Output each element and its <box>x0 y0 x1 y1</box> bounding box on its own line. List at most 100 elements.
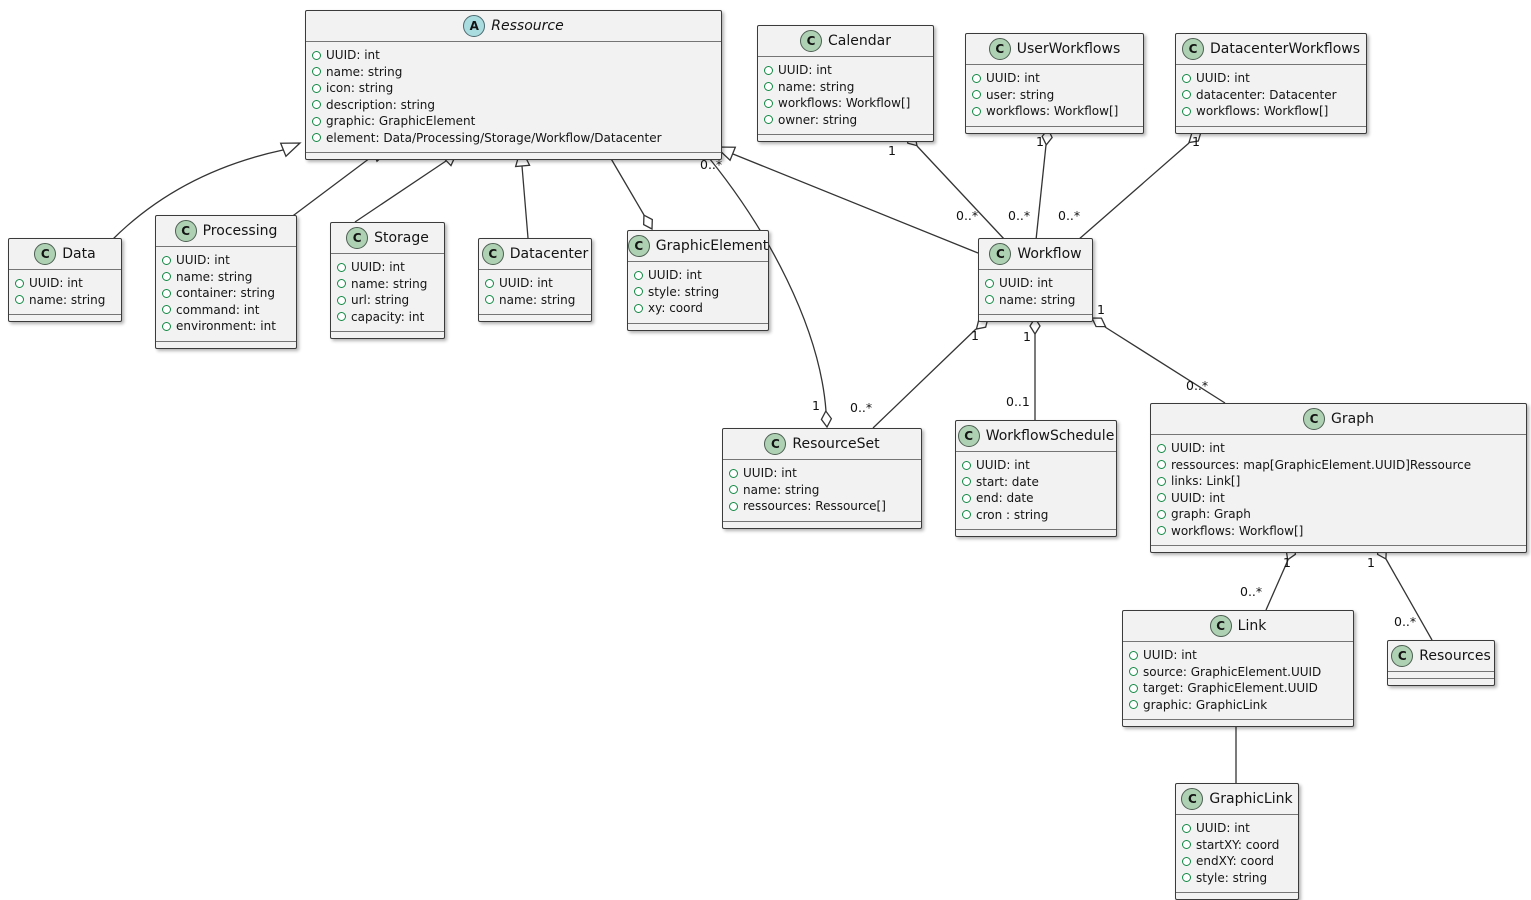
attribute-row: graphic: GraphicElement <box>312 113 715 130</box>
methods-compartment <box>1176 125 1366 133</box>
attribute-row: UUID: int <box>1129 647 1347 664</box>
field-visibility-icon <box>162 272 171 282</box>
multiplicity-label: 1 <box>1036 134 1044 149</box>
class-icon: C <box>1391 645 1414 667</box>
field-visibility-icon <box>634 303 643 313</box>
attribute-row: container: string <box>162 285 290 302</box>
class-box-graphiclink: C GraphicLink UUID: int startXY: coord e… <box>1175 783 1299 900</box>
class-title: C Link <box>1123 611 1353 642</box>
attribute-row: owner: string <box>764 112 927 129</box>
multiplicity-label: 1 <box>971 328 979 343</box>
field-visibility-icon <box>972 73 981 83</box>
edge-workflow-resourceset <box>872 328 977 429</box>
class-icon: C <box>988 38 1011 60</box>
class-box-storage: C Storage UUID: int name: string url: st… <box>330 222 445 339</box>
class-icon: C <box>627 235 650 257</box>
field-visibility-icon <box>162 321 171 331</box>
attribute-row: graph: Graph <box>1157 506 1520 523</box>
attribute-row: UUID: int <box>1157 440 1520 457</box>
field-visibility-icon <box>1129 683 1138 693</box>
field-visibility-icon <box>764 82 773 92</box>
field-visibility-icon <box>729 485 738 495</box>
class-name: Processing <box>202 223 278 239</box>
attribute-row: name: string <box>312 64 715 81</box>
field-visibility-icon <box>337 312 346 322</box>
field-visibility-icon <box>312 100 321 110</box>
class-box-graph: C Graph UUID: int ressources: map[Graphi… <box>1150 403 1527 553</box>
methods-compartment <box>966 125 1143 133</box>
edge-graph-link <box>1265 559 1289 611</box>
field-visibility-icon <box>1182 823 1191 833</box>
multiplicity-label: 1 <box>1283 555 1291 570</box>
attribute-row: name: string <box>337 276 438 293</box>
class-title: C ResourceSet <box>723 429 921 460</box>
field-visibility-icon <box>162 288 171 298</box>
methods-compartment <box>9 314 121 321</box>
edge-resourceset-ressource <box>699 146 827 412</box>
class-icon: C <box>481 243 504 265</box>
field-visibility-icon <box>337 279 346 289</box>
edge-workflow-extends-ressource <box>732 153 979 254</box>
class-title: C GraphicLink <box>1176 784 1298 815</box>
class-name: Workflow <box>1017 246 1082 262</box>
attribute-row: UUID: int <box>1157 490 1520 507</box>
field-visibility-icon <box>1157 493 1166 503</box>
multiplicity-label: 0..* <box>1008 208 1031 223</box>
class-icon: C <box>1181 38 1204 60</box>
attribute-row: end: date <box>962 490 1110 507</box>
field-visibility-icon <box>634 270 643 280</box>
class-box-userworkflows: C UserWorkflows UUID: int user: string w… <box>965 33 1144 134</box>
class-name: Graph <box>1331 411 1374 427</box>
class-title: C Data <box>9 239 121 270</box>
attribute-row: endXY: coord <box>1182 853 1292 870</box>
field-visibility-icon <box>985 295 994 305</box>
methods-compartment <box>1176 892 1298 899</box>
class-box-workflowschedule: C WorkflowSchedule UUID: int start: date… <box>955 420 1117 537</box>
multiplicity-label: 0..1 <box>1006 394 1030 409</box>
attribute-row: workflows: Workflow[] <box>972 103 1137 120</box>
field-visibility-icon <box>312 116 321 126</box>
aggregation-diamond-icon <box>820 409 833 429</box>
edge-datacenterworkflows-workflow <box>1077 142 1190 241</box>
class-icon: C <box>1209 615 1232 637</box>
attribute-row: UUID: int <box>985 275 1086 292</box>
attribute-row: UUID: int <box>1182 70 1360 87</box>
field-visibility-icon <box>985 278 994 288</box>
field-visibility-icon <box>485 295 494 305</box>
attribute-row: graphic: GraphicLink <box>1129 697 1347 714</box>
field-visibility-icon <box>312 83 321 93</box>
field-visibility-icon <box>485 278 494 288</box>
class-title: C Processing <box>156 216 296 247</box>
methods-compartment <box>1151 545 1526 552</box>
attribute-row: UUID: int <box>312 47 715 64</box>
attribute-row: UUID: int <box>162 252 290 269</box>
class-box-datacenterworkflows: C DatacenterWorkflows UUID: int datacent… <box>1175 33 1367 134</box>
class-name: GraphicElement <box>655 238 769 254</box>
class-box-resourceset: C ResourceSet UUID: int name: string res… <box>722 428 922 529</box>
attribute-row: xy: coord <box>634 300 762 317</box>
class-title: C Graph <box>1151 404 1526 435</box>
class-name: UserWorkflows <box>1016 41 1121 57</box>
attribute-row: workflows: Workflow[] <box>1182 103 1360 120</box>
field-visibility-icon <box>1129 700 1138 710</box>
class-name: Datacenter <box>509 246 589 262</box>
multiplicity-label: 0..* <box>700 157 723 172</box>
attribute-row: datacenter: Datacenter <box>1182 87 1360 104</box>
attribute-row: name: string <box>764 79 927 96</box>
attribute-row: url: string <box>337 292 438 309</box>
class-icon: C <box>764 433 787 455</box>
aggregation-diamond-icon <box>1029 316 1041 336</box>
attribute-row: name: string <box>729 482 915 499</box>
multiplicity-label: 1 <box>1192 134 1200 149</box>
attribute-row: UUID: int <box>962 457 1110 474</box>
edge-userworkflows-workflow <box>1035 144 1047 241</box>
attribute-row: UUID: int <box>1182 820 1292 837</box>
multiplicity-label: 1 <box>1023 329 1031 344</box>
edge-graph-resources <box>1385 558 1433 641</box>
class-box-graphicelement: C GraphicElement UUID: int style: string… <box>627 230 769 331</box>
class-name: DatacenterWorkflows <box>1209 41 1361 57</box>
abstract-class-icon: A <box>463 15 486 37</box>
field-visibility-icon <box>1157 443 1166 453</box>
class-icon: C <box>957 425 980 447</box>
